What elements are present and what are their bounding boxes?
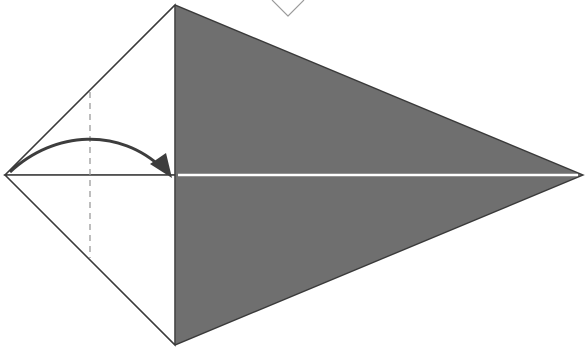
top-corner-mark xyxy=(272,0,304,16)
